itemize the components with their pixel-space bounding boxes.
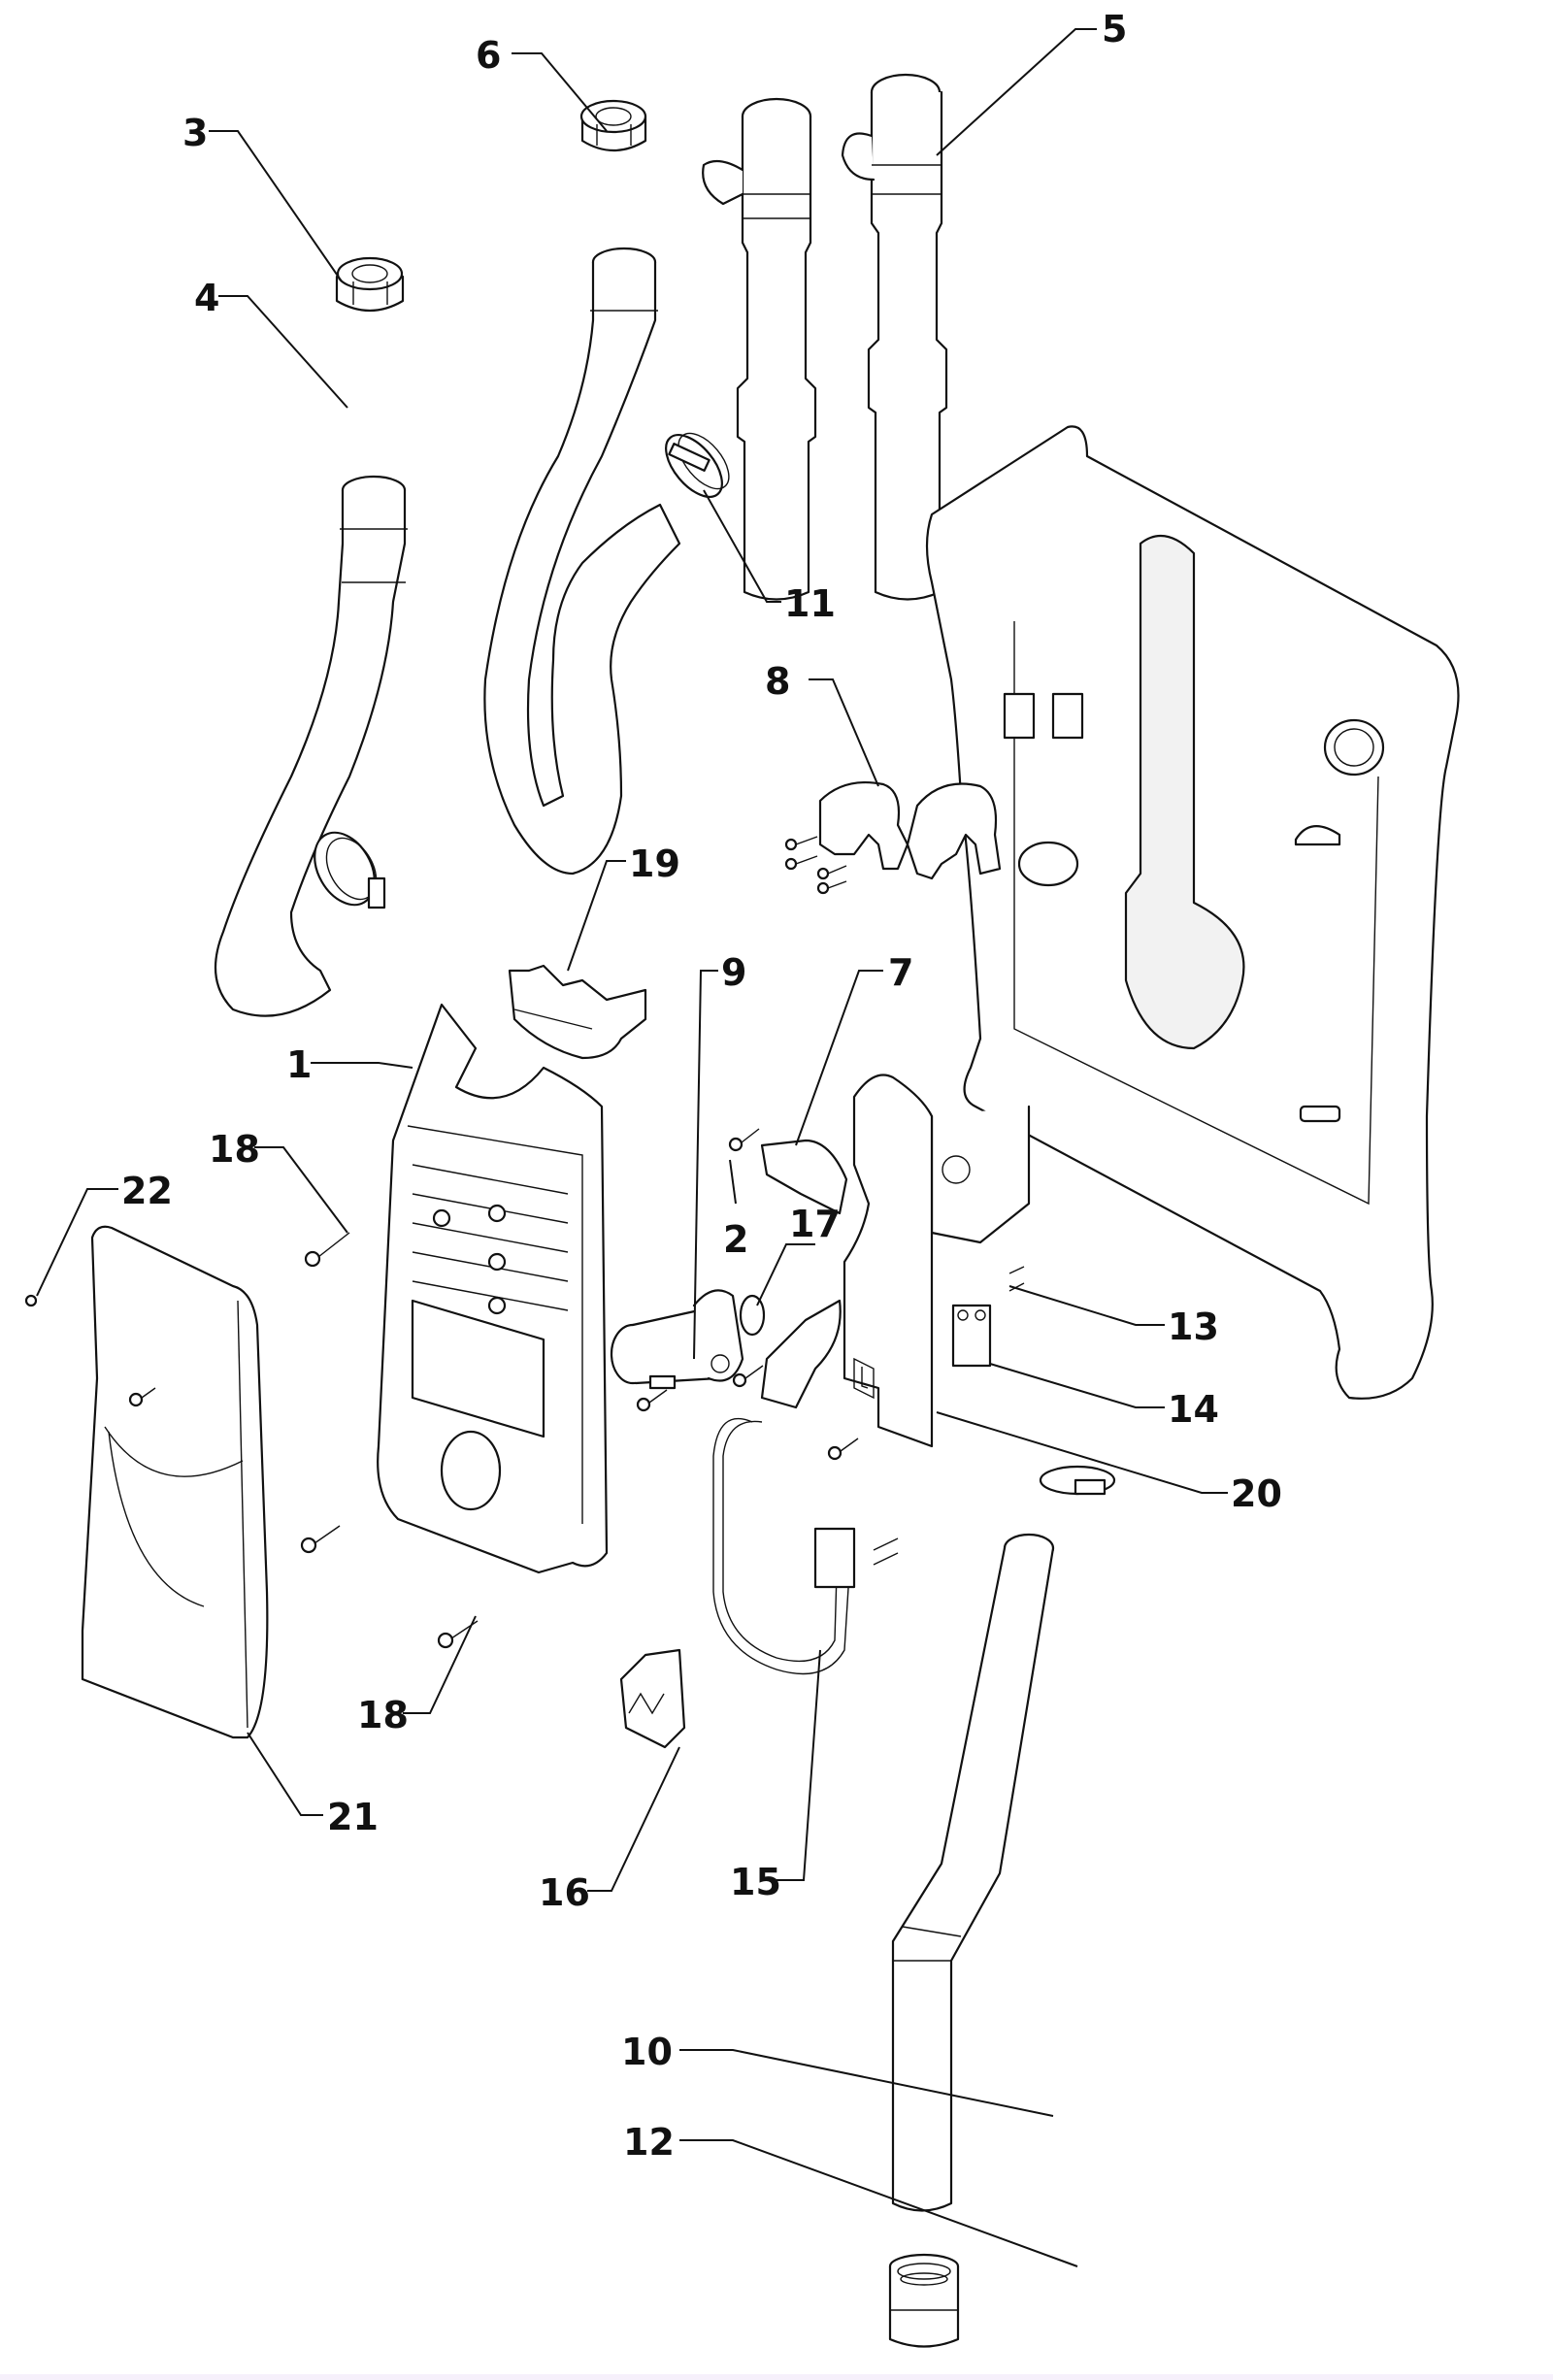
- bottom-edge-strip: [0, 2374, 1553, 2380]
- callout-20: 19: [629, 843, 680, 885]
- part-front-cover-1: [377, 1003, 609, 1574]
- part-switch-16: [619, 1648, 686, 1749]
- leader-10: [679, 2049, 1054, 2117]
- part-connector-14: [951, 1266, 1025, 1368]
- leader-16: [587, 1746, 680, 1892]
- leader-7: [795, 970, 883, 1146]
- callout-5: 5: [1102, 8, 1127, 50]
- part-elbow-9: [610, 1289, 744, 1390]
- callout-17: 17: [789, 1203, 841, 1245]
- leader-12: [679, 2139, 1078, 2267]
- leader-18b: [403, 1615, 477, 1714]
- leader-5: [936, 28, 1097, 156]
- part-hose-clamp-11: [665, 432, 730, 498]
- callout-9: 9: [721, 951, 746, 994]
- leader-20: [567, 860, 626, 972]
- callout-6: 6: [476, 34, 501, 77]
- part-valve-tube-5: [841, 73, 948, 601]
- callout-15: 15: [730, 1861, 781, 1903]
- callout-18-upper: 18: [209, 1128, 260, 1171]
- part-hose-left-4: [214, 475, 408, 1017]
- callout-7: 7: [888, 951, 913, 994]
- part-drain-tube-10: [891, 1533, 1055, 2212]
- leader-9: [693, 970, 718, 1360]
- part-coupling-12: [888, 2253, 960, 2348]
- leader-8: [809, 678, 879, 787]
- leader-4: [218, 295, 348, 409]
- callout-14: 14: [1168, 1388, 1219, 1431]
- part-hose-middle: [483, 247, 681, 876]
- part-clip-cover-7: [760, 1139, 848, 1409]
- leader-18a: [254, 1146, 348, 1234]
- leader-22: [36, 1188, 118, 1297]
- part-valve-tube-left: [702, 97, 817, 601]
- leader-15: [776, 1649, 821, 1881]
- part-hose-clamp-lower: [1039, 1465, 1116, 1496]
- callout-4: 4: [194, 277, 219, 319]
- leader-21: [936, 1411, 1228, 1494]
- leader-lines: [36, 28, 1228, 2267]
- leader-11: [703, 489, 781, 603]
- leader-6: [512, 52, 608, 132]
- leader-1: [311, 1062, 413, 1069]
- part-back-panel: [925, 425, 1460, 1400]
- part-hose-nut-3: [335, 256, 405, 312]
- callout-labels: 6 3 4 5 11 8 19 1 9 7 18 22 2 17 13 14 2…: [121, 8, 1282, 2164]
- callout-3: 3: [182, 112, 208, 154]
- part-o-ring-17: [739, 1294, 766, 1337]
- callout-12: 12: [623, 2121, 675, 2164]
- callout-18-lower: 18: [357, 1694, 409, 1736]
- part-hose-nut-6: [579, 99, 647, 151]
- part-hose-clamp-left: [314, 831, 386, 909]
- leader-2: [729, 1159, 737, 1205]
- callout-22: 22: [121, 1170, 173, 1212]
- callout-16: 16: [539, 1871, 590, 1914]
- leader-19: [247, 1732, 323, 1816]
- callout-1: 1: [286, 1043, 312, 1086]
- callout-19: 21: [327, 1796, 379, 1838]
- part-rail-21: [843, 1074, 934, 1448]
- callout-13: 13: [1168, 1306, 1219, 1348]
- part-screws: [24, 1128, 899, 1649]
- callout-21: 20: [1231, 1472, 1282, 1515]
- callout-8: 8: [765, 660, 790, 703]
- callout-2: 2: [723, 1218, 748, 1261]
- callout-11: 11: [784, 582, 836, 625]
- part-cable-15: [712, 1417, 856, 1675]
- part-clip-holder-20: [508, 964, 647, 1060]
- leader-3: [209, 130, 343, 282]
- leader-13: [1008, 1285, 1165, 1326]
- leader-17: [756, 1243, 815, 1306]
- part-cover-panel-19: [81, 1225, 269, 1739]
- part-double-bracket-8: [784, 780, 1002, 895]
- callout-10: 10: [621, 2031, 673, 2073]
- leader-14: [989, 1363, 1165, 1408]
